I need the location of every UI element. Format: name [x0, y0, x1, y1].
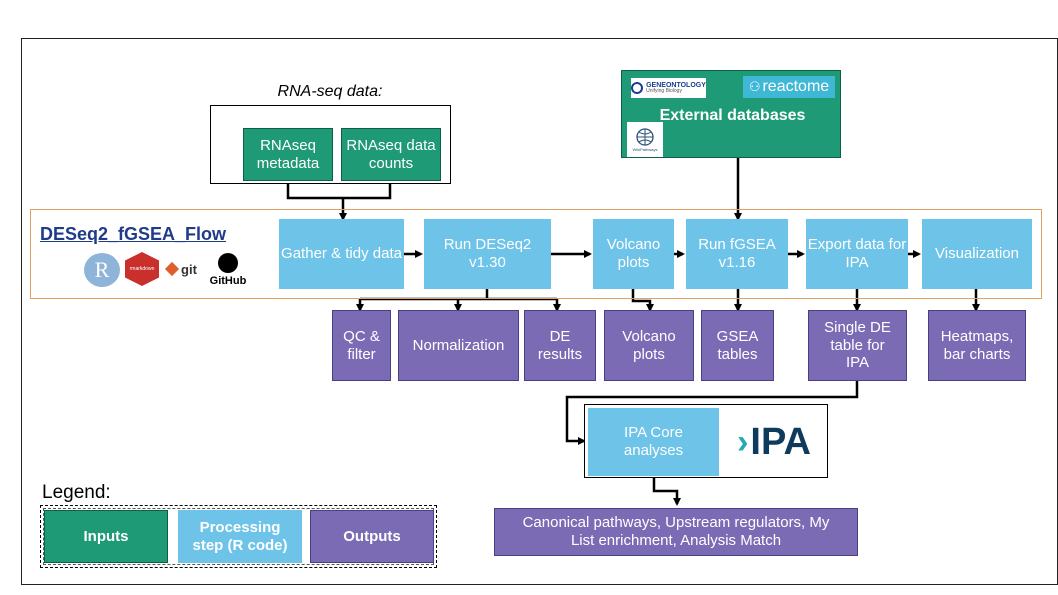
ipa-chevron-icon: ›	[737, 422, 749, 461]
legend-box	[40, 505, 437, 568]
reactome-text: reactome	[762, 78, 830, 95]
git-logo: git	[162, 259, 202, 279]
output-qc-filter: QC & filter	[332, 310, 391, 381]
wikipathways-text: WikiPathways	[632, 147, 658, 152]
wikipathways-icon	[636, 128, 654, 146]
git-icon	[164, 261, 180, 277]
geneontology-logo: GENEONTOLOGY Unifying Biology	[631, 78, 706, 98]
input-rnaseq-counts: RNAseq data counts	[341, 128, 441, 181]
step-ipa-core-analyses: IPA Core analyses	[588, 408, 719, 476]
ipa-logo-text: IPA	[750, 420, 811, 463]
r-logo: R	[84, 253, 120, 287]
legend-inputs: Inputs	[44, 510, 168, 563]
reactome-logo: ⚇ reactome	[743, 76, 835, 98]
r-logo-text: R	[94, 257, 110, 282]
output-single-de-table: Single DE table for IPA	[808, 310, 907, 381]
legend-outputs: Outputs	[310, 510, 434, 563]
rnaseq-data-label: RNA-seq data:	[277, 82, 383, 100]
step-run-deseq2: Run DESeq2 v1.30	[424, 219, 551, 289]
flow-title: DESeq2_fGSEA_Flow	[40, 224, 227, 244]
github-icon	[218, 253, 238, 273]
output-normalization: Normalization	[398, 310, 519, 381]
geneontology-icon	[631, 82, 644, 94]
geneontology-subtext: Unifying Biology	[646, 88, 682, 94]
ipa-logo: › IPA	[728, 420, 820, 464]
output-de-results: DE results	[524, 310, 596, 381]
output-ipa-results: Canonical pathways, Upstream regulators,…	[494, 508, 858, 556]
github-logo: GitHub	[208, 251, 248, 289]
output-gsea-tables: GSEA tables	[701, 310, 774, 381]
git-logo-text: git	[181, 261, 197, 277]
step-volcano-plots: Volcano plots	[593, 219, 674, 289]
step-run-fgsea: Run fGSEA v1.16	[686, 219, 788, 289]
external-databases-title: External databases	[659, 106, 806, 124]
geneontology-text: GENEONTOLOGY	[646, 82, 706, 89]
input-rnaseq-metadata: RNAseq metadata	[243, 128, 333, 181]
reactome-icon: ⚇	[748, 79, 761, 94]
wikipathways-logo: WikiPathways	[627, 122, 663, 157]
flow-band	[30, 209, 1042, 299]
step-visualization: Visualization	[922, 219, 1032, 289]
step-export-ipa: Export data for IPA	[806, 219, 908, 289]
rmarkdown-logo-text: rmarkdown	[129, 266, 155, 272]
output-volcano-plots: Volcano plots	[604, 310, 694, 381]
github-logo-text: GitHub	[209, 275, 247, 287]
legend-processing: Processing step (R code)	[178, 510, 302, 563]
step-gather-tidy: Gather & tidy data	[279, 219, 404, 289]
output-heatmaps-bar-charts: Heatmaps, bar charts	[928, 310, 1026, 381]
legend-title: Legend:	[42, 482, 111, 503]
